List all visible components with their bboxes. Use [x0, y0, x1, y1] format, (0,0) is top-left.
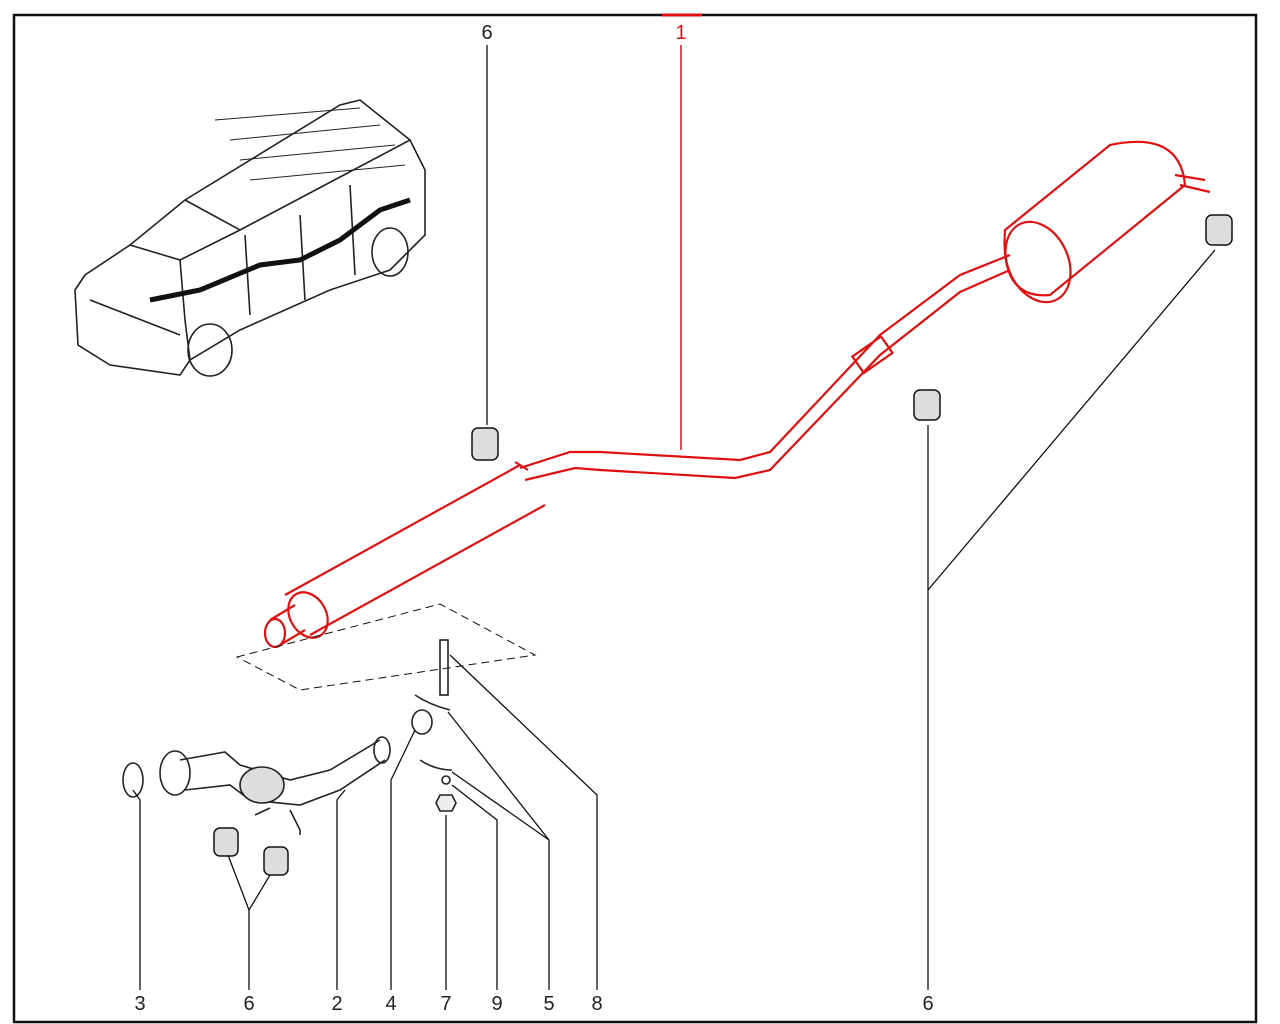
detail-box	[235, 603, 537, 691]
front-pipe-catalyst	[122, 736, 391, 835]
callout-label-9: 9	[491, 993, 502, 1015]
car-illustration	[74, 99, 426, 377]
clamp-hardware	[411, 639, 457, 812]
rubber-mount-bottom-b	[263, 846, 289, 876]
callout-label-6-right: 6	[922, 993, 933, 1015]
rubber-mount-right	[913, 389, 941, 421]
callout-label-8: 8	[591, 993, 602, 1015]
callout-label-4: 4	[385, 993, 396, 1015]
rubber-mount-far-right	[1205, 214, 1233, 246]
callout-label-6: 6	[243, 993, 254, 1015]
callout-label-2: 2	[331, 993, 342, 1015]
rubber-mount-top-left	[471, 427, 499, 461]
callout-label-7: 7	[440, 993, 451, 1015]
diagram-frame	[12, 13, 1258, 1024]
callout-label-3: 3	[134, 993, 145, 1015]
callout-label-top-1: 1	[675, 22, 686, 44]
rubber-mount-bottom-a	[213, 827, 239, 857]
callout-label-top-6: 6	[481, 22, 492, 44]
exhaust-pipe-muffler-assembly	[263, 140, 1211, 649]
callout-label-5: 5	[543, 993, 554, 1015]
callout-lines	[132, 45, 1216, 990]
